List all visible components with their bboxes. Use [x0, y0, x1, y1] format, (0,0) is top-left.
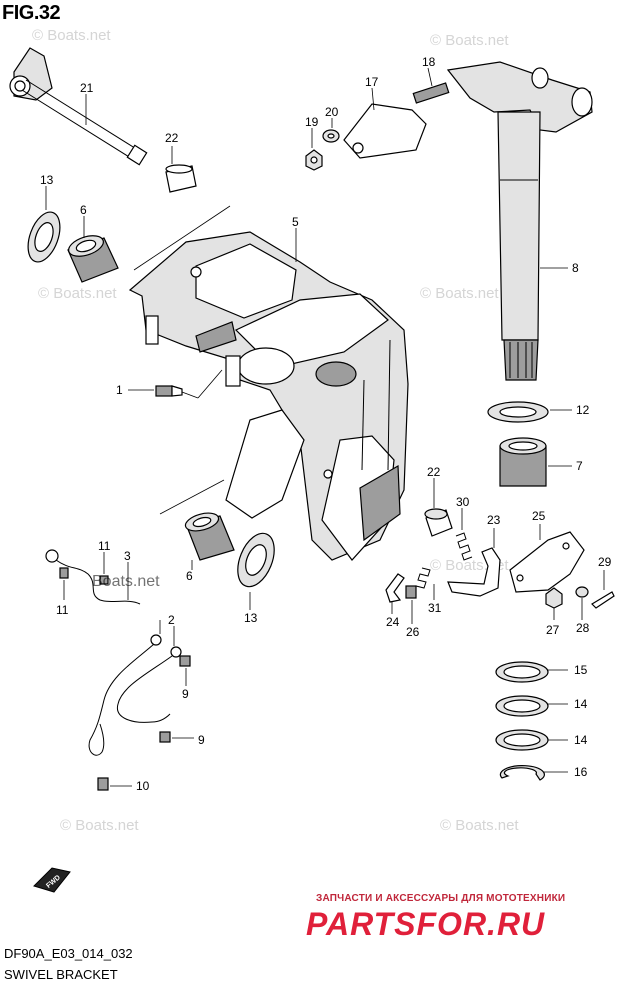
callout-20: 20 [325, 105, 339, 119]
callout-14: 14 [574, 733, 588, 747]
callout-11: 11 [56, 603, 69, 617]
part-2-ground-wire[interactable] [116, 626, 182, 723]
part-4-ground-wire[interactable] [88, 620, 162, 756]
callout-2: 2 [168, 613, 175, 627]
callout-5: 5 [292, 215, 299, 229]
callout-16: 16 [574, 765, 588, 779]
callout-labels: 21 22 13 6 17 18 19 20 5 8 1 12 7 22 30 … [40, 55, 612, 793]
callout-6: 6 [186, 569, 193, 583]
callout-13: 13 [40, 173, 54, 187]
part-11-screw-lower[interactable] [59, 567, 69, 600]
callout-17: 17 [365, 75, 379, 89]
watermark-text: © Boats.net [420, 285, 499, 302]
figure-title: FIG.32 [2, 2, 61, 24]
part-5-swivel-bracket[interactable] [128, 205, 409, 561]
callout-28: 28 [576, 621, 590, 635]
part-14-washer-2[interactable] [495, 729, 568, 751]
callout-8: 8 [572, 261, 579, 275]
callout-31: 31 [428, 601, 442, 615]
part-22-bushing-lower[interactable] [424, 478, 453, 537]
part-30-spring[interactable] [455, 508, 473, 561]
callout-1: 1 [116, 383, 123, 397]
callout-6: 6 [80, 203, 87, 217]
part-20-washer[interactable] [322, 118, 340, 143]
part-29-pin[interactable] [591, 570, 615, 609]
watermark-inline: Boats.net [92, 573, 160, 590]
part-13-washer-upper[interactable] [22, 186, 66, 266]
part-21-tilt-rod[interactable] [9, 47, 148, 166]
part-15-washer[interactable] [495, 661, 568, 683]
part-9-bolt-lower[interactable] [159, 731, 194, 743]
watermark-text: © Boats.net [60, 817, 139, 834]
callout-14: 14 [574, 697, 588, 711]
part-8-steering-shaft[interactable] [446, 61, 593, 381]
callout-25: 25 [532, 509, 546, 523]
part-18-bolt[interactable] [412, 67, 450, 104]
part-27-nut[interactable] [545, 587, 563, 620]
watermark-text: © Boats.net [32, 27, 111, 44]
callout-9: 9 [182, 687, 189, 701]
part-1-grease-nipple[interactable] [128, 369, 223, 399]
part-3-ground-lead[interactable] [45, 549, 141, 605]
part-25-lock-bracket[interactable] [509, 524, 585, 593]
fwd-arrow-icon: FWD [33, 867, 71, 893]
part-9-bolt-upper[interactable] [179, 655, 191, 686]
part-28-washer[interactable] [575, 586, 589, 620]
part-6-bushing-upper[interactable] [66, 216, 119, 283]
watermark-text: © Boats.net [38, 285, 117, 302]
callout-18: 18 [422, 55, 436, 69]
part-22-bushing[interactable] [165, 146, 197, 193]
callout-9: 9 [198, 733, 205, 747]
callout-3: 3 [124, 549, 131, 563]
part-23-lever[interactable] [447, 528, 501, 597]
part-13-washer-lower[interactable] [231, 528, 282, 610]
callout-26: 26 [406, 625, 420, 639]
section-name: SWIVEL BRACKET [4, 967, 118, 982]
part-24-clip[interactable] [385, 573, 405, 614]
callout-13: 13 [244, 611, 258, 625]
part-6-bushing-lower[interactable] [184, 510, 235, 570]
callout-30: 30 [456, 495, 470, 509]
part-26-bolt[interactable] [405, 585, 417, 624]
shop-tagline: ЗАПЧАСТИ И АКСЕССУАРЫ ДЛЯ МОТОТЕХНИКИ [316, 893, 566, 904]
shop-logo: PARTSFOR.RU [306, 906, 545, 942]
part-17-plate[interactable] [343, 87, 427, 159]
callout-22: 22 [165, 131, 179, 145]
callout-21: 21 [80, 81, 94, 95]
callout-7: 7 [576, 459, 583, 473]
diagram-code: DF90A_E03_014_032 [4, 946, 133, 961]
callout-12: 12 [576, 403, 590, 417]
callout-11: 11 [98, 539, 111, 553]
part-11-screw-upper[interactable] [99, 552, 109, 585]
callout-19: 19 [305, 115, 319, 129]
part-19-nut[interactable] [305, 128, 323, 171]
watermark-text: © Boats.net [440, 817, 519, 834]
part-12-washer[interactable] [487, 401, 572, 423]
callout-10: 10 [136, 779, 150, 793]
callout-22: 22 [427, 465, 441, 479]
watermark-text: © Boats.net [430, 32, 509, 49]
part-31-spring[interactable] [413, 567, 435, 600]
callout-27: 27 [546, 623, 560, 637]
callout-29: 29 [598, 555, 612, 569]
callout-24: 24 [386, 615, 400, 629]
part-7-bushing[interactable] [499, 437, 572, 487]
callout-15: 15 [574, 663, 588, 677]
part-14-washer-1[interactable] [495, 695, 568, 717]
part-10-bolt[interactable] [97, 777, 132, 791]
part-16-snap-ring[interactable] [499, 765, 568, 781]
callout-23: 23 [487, 513, 501, 527]
